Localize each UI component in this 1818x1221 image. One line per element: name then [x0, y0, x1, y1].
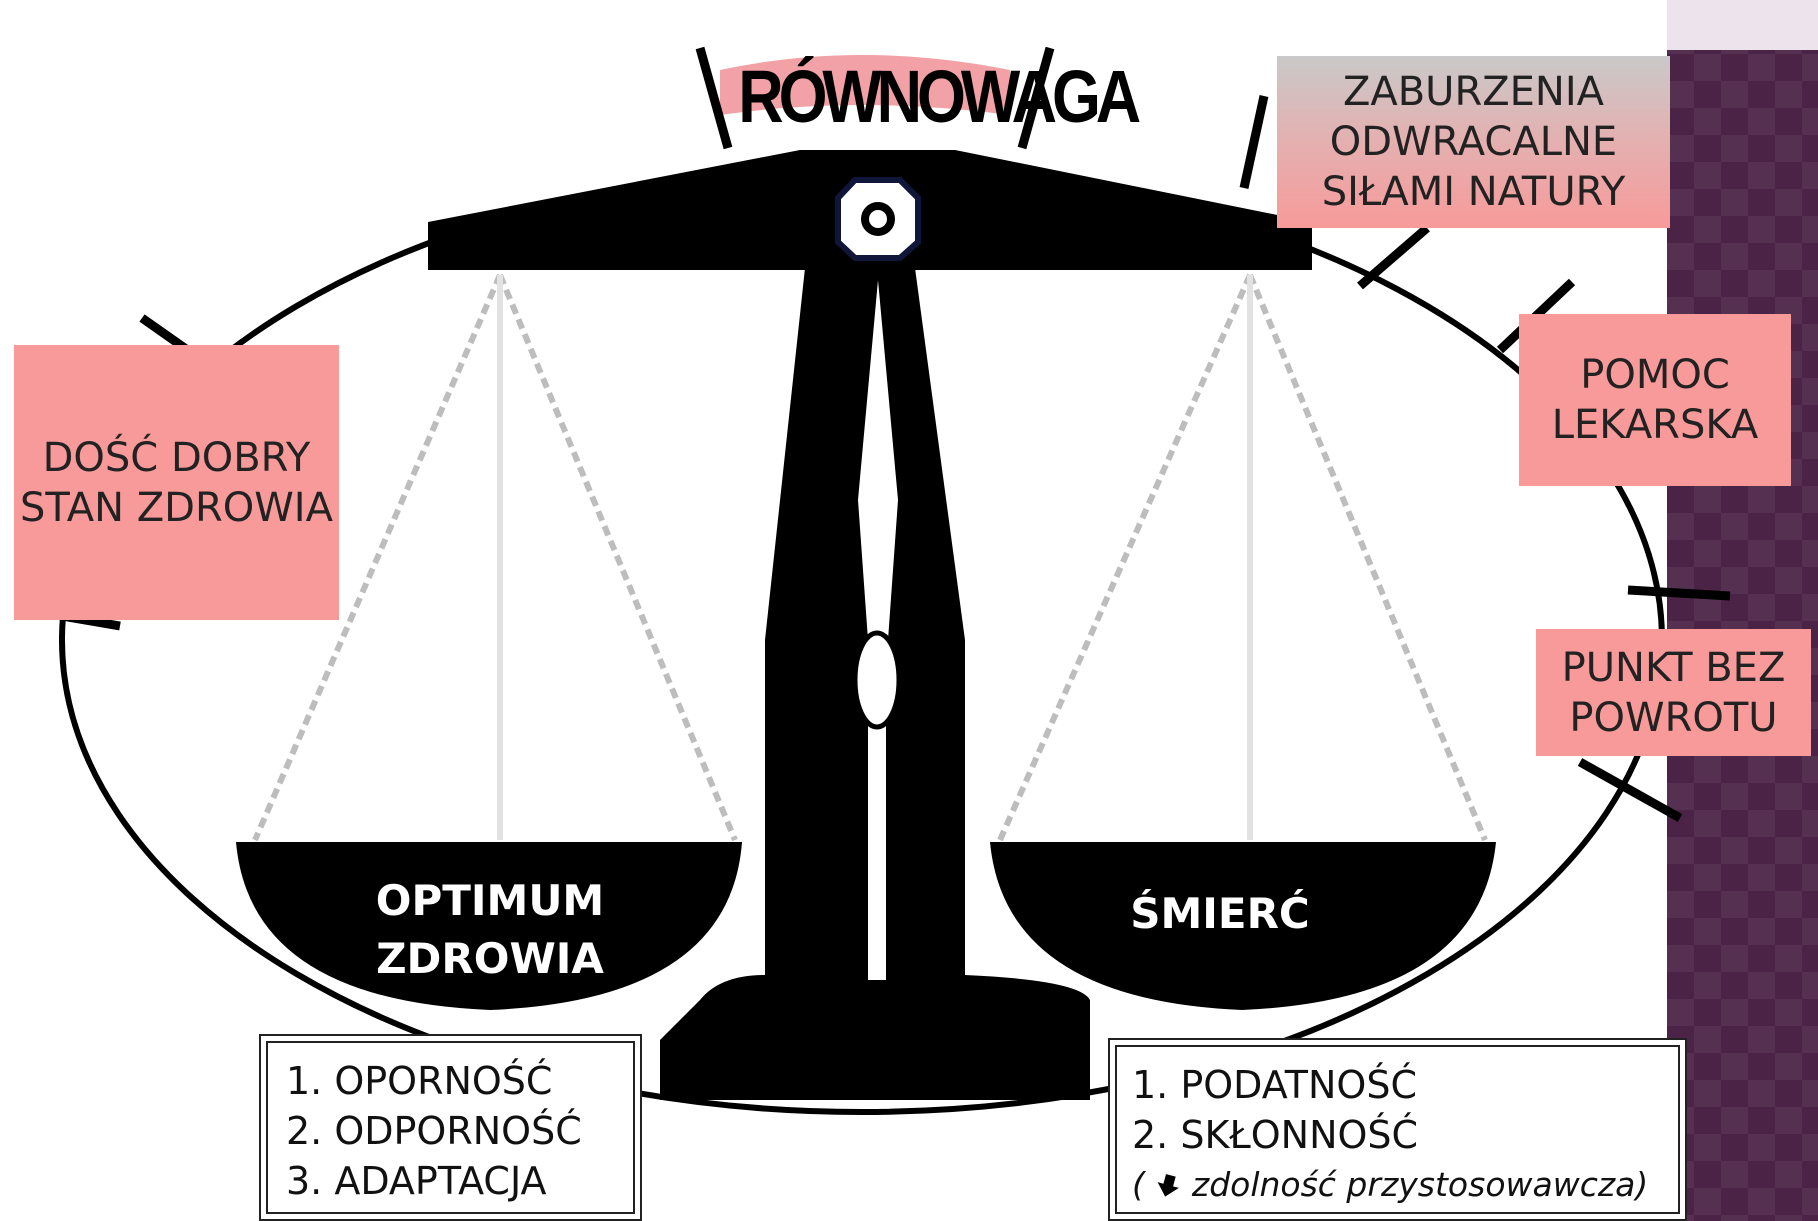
- title-bracket-left: [695, 46, 733, 150]
- label-point-of-no-return-text: PUNKT BEZ POWROTU: [1561, 644, 1786, 741]
- side-panel-top-strip: [1667, 0, 1818, 50]
- right-chains: [997, 273, 1488, 842]
- scale-base: [660, 975, 1090, 1100]
- left-pan-label: OPTIMUM ZDROWIA: [375, 876, 605, 983]
- resistance-list: 1. OPORNOŚĆ 2. ODPORNOŚĆ 3. ADAPTACJA: [259, 1034, 642, 1221]
- label-good-health-text: DOŚĆ DOBRY STAN ZDROWIA: [20, 434, 333, 531]
- left-chains: [252, 273, 738, 842]
- note-text: zdolność przystosowawcza): [1191, 1165, 1649, 1204]
- title-bracket-right: [1017, 46, 1055, 150]
- list-item: 1. OPORNOŚĆ: [286, 1059, 553, 1103]
- list-item: 2. SKŁONNOŚĆ: [1132, 1113, 1419, 1157]
- note-open-paren: (: [1132, 1165, 1145, 1204]
- down-arrow-icon: [1158, 1174, 1180, 1197]
- label-good-health: DOŚĆ DOBRY STAN ZDROWIA: [14, 345, 339, 620]
- right-pan: [990, 842, 1496, 1010]
- label-point-of-no-return: PUNKT BEZ POWROTU: [1536, 629, 1811, 756]
- left-pan: [236, 842, 742, 1010]
- list-item: 2. ODPORNOŚĆ: [286, 1109, 582, 1153]
- needle-bulb: [852, 630, 902, 730]
- diagram-title: RÓWNOWAGA: [738, 55, 1141, 138]
- title-highlight: [720, 55, 1010, 115]
- pivot-octagon: [835, 177, 921, 261]
- scale-needle: [858, 280, 898, 640]
- right-pan-label: ŚMIERĆ: [1130, 889, 1310, 938]
- scale-column: [765, 268, 965, 985]
- list-item: 1. PODATNOŚĆ: [1132, 1063, 1417, 1107]
- label-reversible-disorders: ZABURZENIA ODWRACALNE SIŁAMI NATURY: [1277, 56, 1670, 228]
- label-reversible-disorders-text: ZABURZENIA ODWRACALNE SIŁAMI NATURY: [1321, 69, 1626, 215]
- adaptive-capacity-note: ( zdolność przystosowawcza): [1132, 1160, 1685, 1210]
- label-medical-help-text: POMOC LEKARSKA: [1551, 352, 1759, 448]
- list-item: 3. ADAPTACJA: [286, 1159, 547, 1203]
- decorative-side-panel: [1667, 0, 1818, 1221]
- label-medical-help: POMOC LEKARSKA: [1519, 314, 1791, 486]
- susceptibility-list: 1. PODATNOŚĆ 2. SKŁONNOŚĆ ( zdolność prz…: [1108, 1038, 1687, 1221]
